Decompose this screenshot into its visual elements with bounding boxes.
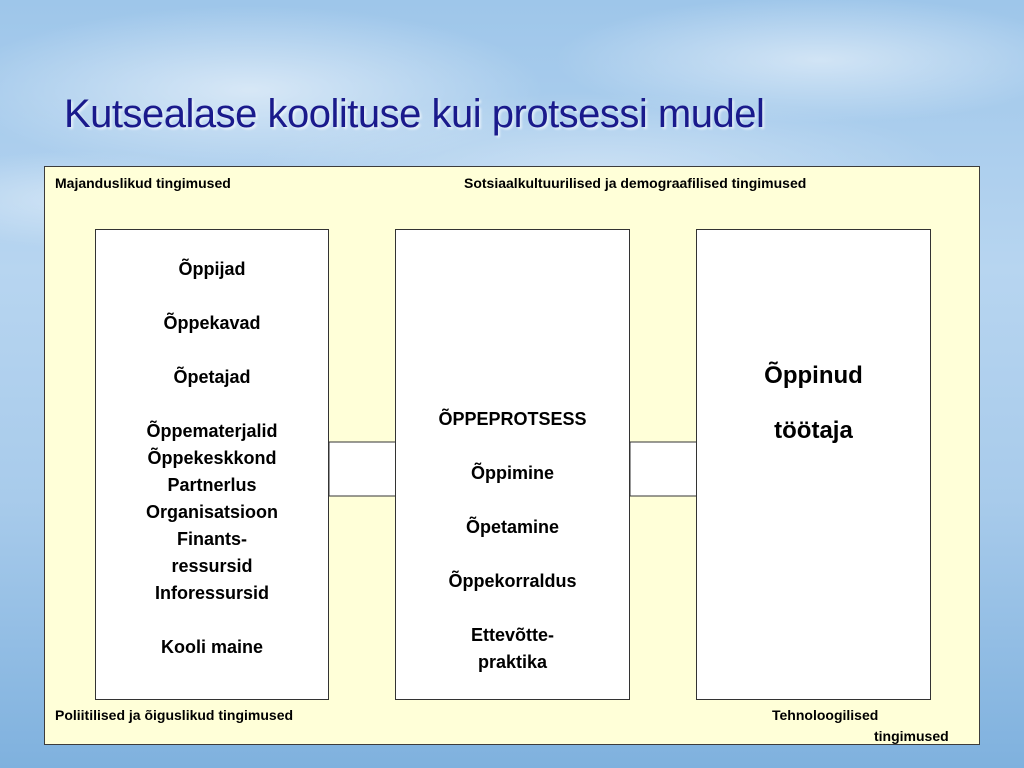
condition-technological-line1: Tehnoloogilised [772,707,879,723]
process-item: Ettevõtte- [470,625,554,645]
input-spacer [96,283,328,310]
input-item: Õppijad [178,259,246,279]
condition-economic: Majanduslikud tingimused [55,175,231,191]
condition-sociocultural: Sotsiaalkultuurilised ja demograafilised… [464,175,807,191]
input-item: Finants- [177,529,247,549]
condition-technological-line2: tingimused [874,728,949,744]
input-item: Kooli maine [160,637,263,657]
input-item: Inforessursid [154,583,270,603]
output-item: Õppinud [764,362,863,389]
input-spacer [96,337,328,364]
slide-title: Kutsealase koolituse kui protsessi mudel [64,92,765,136]
process-item: Õppekorraldus [448,571,577,591]
process-spacer [396,541,629,568]
process-spacer [396,433,629,460]
output-box: Õppinud töötaja [696,229,931,700]
condition-political: Poliitilised ja õiguslikud tingimused [55,707,294,723]
process-item: praktika [477,652,548,672]
model-panel: Majanduslikud tingimused Sotsiaalkultuur… [44,166,980,745]
process-item: Õppimine [470,463,554,483]
input-item: Õppekavad [163,313,261,333]
process-spacer [396,595,629,622]
process-spacer [396,487,629,514]
output-list: Õppinud töötaja [697,362,930,445]
output-spacer [697,390,930,417]
input-item: Õppekeskkond [147,448,277,468]
input-item: ressursid [171,556,253,576]
input-item: Partnerlus [167,475,257,495]
input-item: Õpetajad [173,367,251,387]
input-spacer [96,607,328,634]
input-spacer [96,391,328,418]
process-item: ÕPPEPROTSESS [438,409,587,429]
output-item: töötaja [774,417,853,444]
input-item: Organisatsioon [145,502,279,522]
input-item: Õppematerjalid [146,421,278,441]
process-item: Õpetamine [465,517,560,537]
